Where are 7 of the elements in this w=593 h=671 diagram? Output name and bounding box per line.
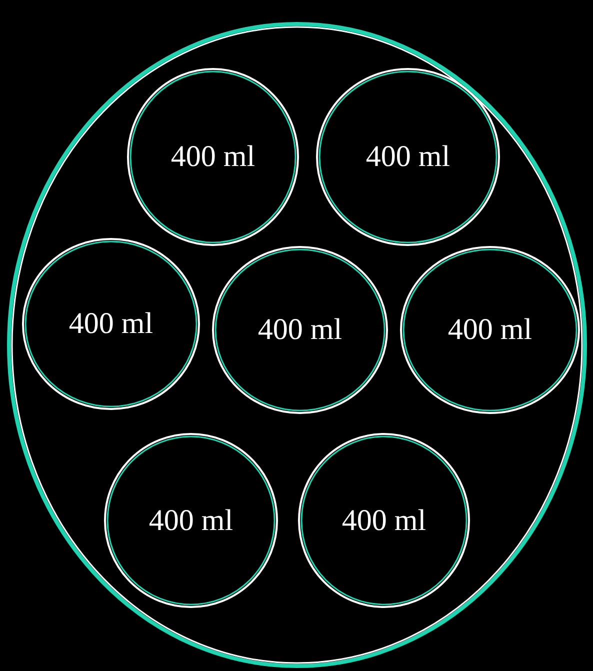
volume-label: 400 ml: [448, 313, 532, 347]
volume-label: 400 ml: [342, 504, 426, 538]
volume-label: 400 ml: [170, 140, 256, 174]
volume-label: 400 ml: [258, 313, 342, 347]
volume-label: 400 ml: [148, 504, 234, 538]
volume-label: 400 ml: [366, 140, 450, 174]
volume-label: 400 ml: [68, 307, 154, 341]
